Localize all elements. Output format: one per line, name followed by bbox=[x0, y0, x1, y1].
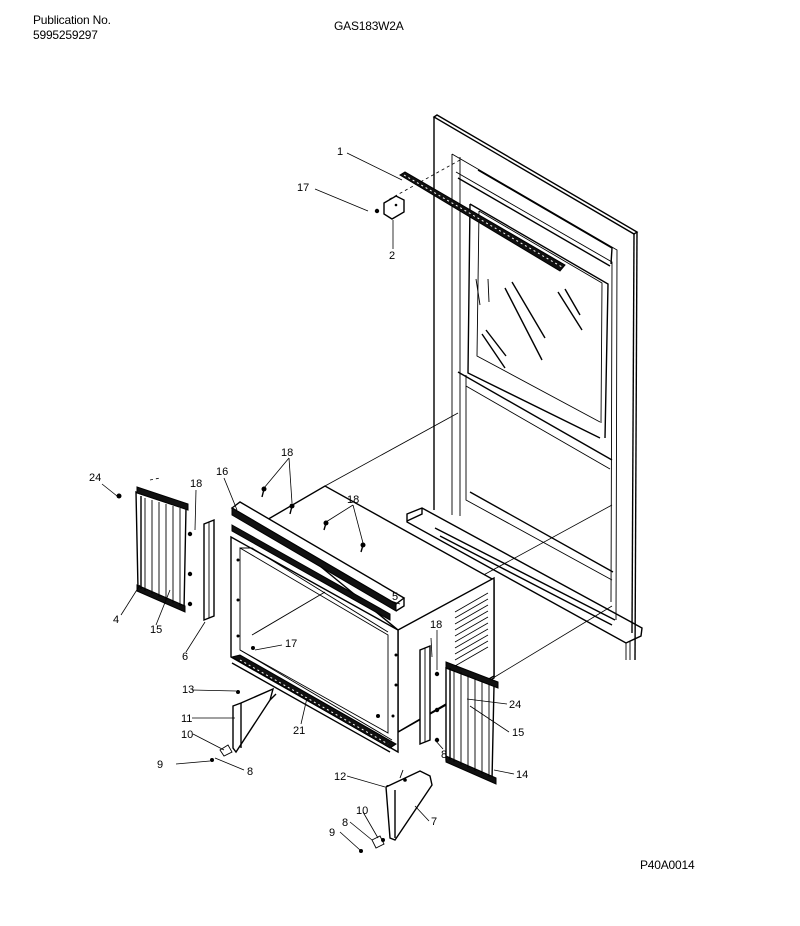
left-channel bbox=[203, 518, 215, 622]
left-side-curtain bbox=[135, 486, 189, 613]
callout-labels: 1 17 2 16 18 18 24 18 5 4 15 6 17 18 13 … bbox=[89, 146, 528, 839]
callout-18-left: 18 bbox=[190, 478, 202, 490]
callout-16: 16 bbox=[216, 466, 228, 478]
callout-7: 7 bbox=[431, 816, 437, 828]
callout-24-left: 24 bbox=[89, 472, 101, 484]
callout-8-bottom: 8 bbox=[342, 817, 348, 829]
callout-18-middle: 18 bbox=[347, 494, 359, 506]
callout-9-left: 9 bbox=[157, 759, 163, 771]
publication-number: 5995259297 bbox=[33, 28, 98, 42]
callout-5: 5 bbox=[392, 591, 398, 603]
right-support-bracket bbox=[371, 769, 433, 849]
callout-4: 4 bbox=[113, 614, 119, 626]
callout-21: 21 bbox=[293, 725, 305, 737]
leader-lines bbox=[101, 152, 515, 851]
callout-15-left: 15 bbox=[150, 624, 162, 636]
callout-8-left: 8 bbox=[247, 766, 253, 778]
sash-bracket bbox=[374, 195, 405, 220]
callout-1: 1 bbox=[337, 146, 343, 158]
left-support-bracket bbox=[219, 687, 277, 757]
callout-24-right: 24 bbox=[509, 699, 521, 711]
screws bbox=[116, 486, 440, 853]
callout-18-right: 18 bbox=[430, 619, 442, 631]
right-channel bbox=[419, 644, 431, 746]
publication-label: Publication No. bbox=[33, 13, 111, 27]
side-louvers bbox=[454, 592, 489, 667]
callout-6-left: 6 bbox=[182, 651, 188, 663]
callout-9-bottom: 9 bbox=[329, 827, 335, 839]
callout-15-right: 15 bbox=[512, 727, 524, 739]
callout-2: 2 bbox=[389, 250, 395, 262]
alignment-lines bbox=[149, 159, 613, 679]
callout-14: 14 bbox=[516, 769, 528, 781]
callout-13: 13 bbox=[182, 684, 194, 696]
callout-10-left: 10 bbox=[181, 729, 193, 741]
callout-8-right: 8 bbox=[441, 749, 447, 761]
right-side-curtain bbox=[445, 661, 499, 785]
callout-17-lower: 17 bbox=[285, 638, 297, 650]
callout-10-right: 10 bbox=[356, 805, 368, 817]
cabinet-screw-holes bbox=[236, 558, 398, 718]
window-frame bbox=[406, 114, 643, 661]
callout-18-upper: 18 bbox=[281, 447, 293, 459]
top-angle-rail bbox=[230, 501, 406, 621]
callout-12: 12 bbox=[334, 771, 346, 783]
model-number: GAS183W2A bbox=[334, 19, 404, 33]
top-rail bbox=[399, 171, 566, 272]
callout-17-top: 17 bbox=[297, 182, 309, 194]
callout-11: 11 bbox=[181, 713, 192, 725]
bottom-rail bbox=[230, 654, 397, 753]
figure-code: P40A0014 bbox=[640, 858, 695, 872]
